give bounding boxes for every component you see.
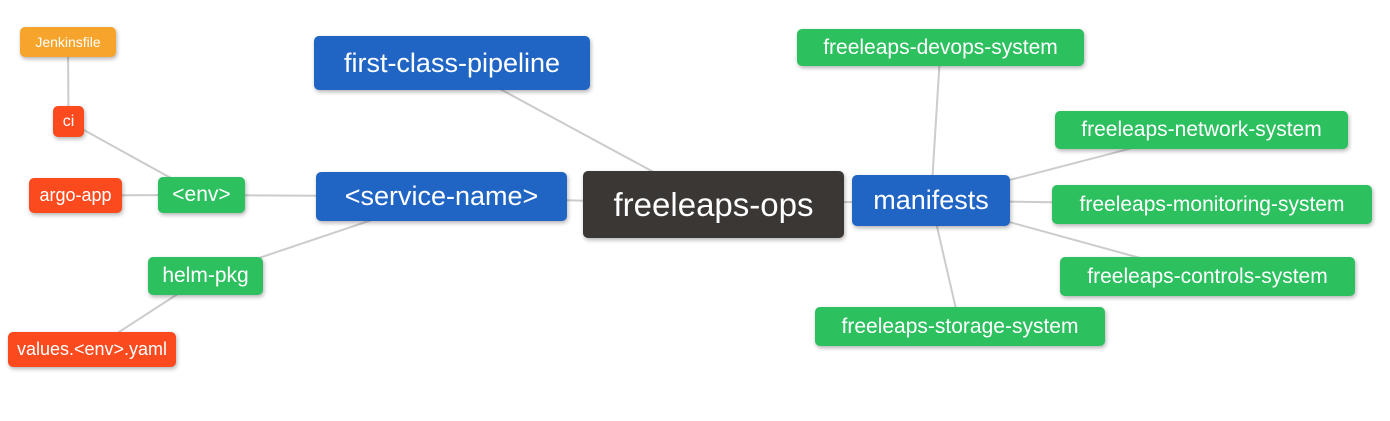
node-freeleaps-monitoring-system[interactable]: freeleaps-monitoring-system (1052, 185, 1372, 224)
node-freeleaps-controls-system[interactable]: freeleaps-controls-system (1060, 257, 1355, 296)
node-freeleaps-devops-system[interactable]: freeleaps-devops-system (797, 29, 1084, 66)
node-env[interactable]: <env> (158, 177, 245, 213)
node-manifests[interactable]: manifests (852, 175, 1010, 226)
node-values-env-yaml[interactable]: values.<env>.yaml (8, 332, 176, 367)
node-ci[interactable]: ci (53, 106, 84, 137)
node-argo-app[interactable]: argo-app (29, 178, 122, 213)
node-helm-pkg[interactable]: helm-pkg (148, 257, 263, 295)
node-freeleaps-storage-system[interactable]: freeleaps-storage-system (815, 307, 1105, 346)
node-first-class-pipeline[interactable]: first-class-pipeline (314, 36, 590, 90)
node-freeleaps-network-system[interactable]: freeleaps-network-system (1055, 111, 1348, 149)
node-freeleaps-ops[interactable]: freeleaps-ops (583, 171, 844, 238)
node-service-name[interactable]: <service-name> (316, 172, 567, 221)
node-jenkinsfile[interactable]: Jenkinsfile (20, 27, 116, 57)
